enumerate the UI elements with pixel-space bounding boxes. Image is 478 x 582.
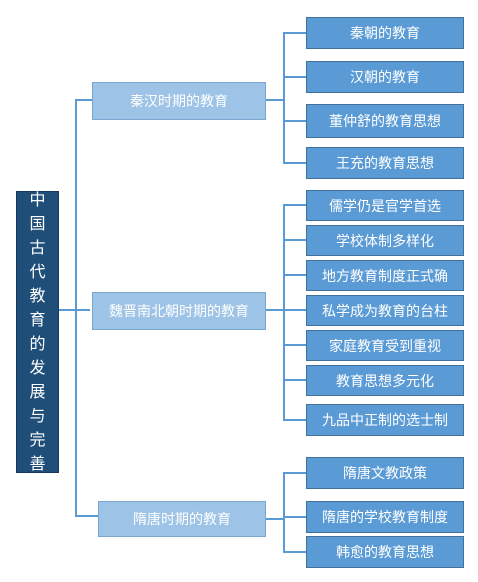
leaf-node: 学校体制多样化	[306, 225, 464, 256]
root-label-char: 教	[29, 286, 46, 305]
branch-node-qin-han: 秦汉时期的教育	[92, 82, 266, 120]
leaf-node: 王充的教育思想	[306, 147, 464, 179]
leaf-node: 地方教育制度正式确	[306, 260, 464, 291]
root-label-char: 与	[29, 406, 46, 425]
branch-node-wei-jin: 魏晋南北朝时期的教育	[92, 292, 266, 330]
root-node: 中国古代教育的发展与完善	[16, 190, 59, 473]
root-label-char: 发	[29, 358, 46, 377]
leaf-node: 私学成为教育的台柱	[306, 295, 464, 326]
root-label-char: 国	[29, 214, 46, 233]
leaf-node: 秦朝的教育	[306, 17, 464, 49]
leaf-node: 教育思想多元化	[306, 365, 464, 396]
root-label-char: 善	[29, 454, 46, 473]
root-label-char: 的	[29, 334, 46, 353]
leaf-node: 九品中正制的选士制	[306, 404, 464, 436]
root-label-char: 育	[29, 310, 46, 329]
root-label-char: 代	[29, 262, 46, 281]
root-label-char: 中	[29, 190, 46, 209]
root-label-char: 古	[29, 238, 46, 257]
leaf-node: 隋唐文教政策	[306, 457, 464, 489]
branch-node-sui-tang: 隋唐时期的教育	[98, 501, 266, 537]
leaf-node: 韩愈的教育思想	[306, 536, 464, 568]
root-label-char: 展	[29, 382, 46, 401]
leaf-node: 董仲舒的教育思想	[306, 104, 464, 138]
leaf-node: 家庭教育受到重视	[306, 330, 464, 361]
leaf-node: 儒学仍是官学首选	[306, 190, 464, 221]
root-label-char: 完	[29, 430, 46, 449]
leaf-node: 汉朝的教育	[306, 61, 464, 93]
leaf-node: 隋唐的学校教育制度	[306, 501, 464, 533]
